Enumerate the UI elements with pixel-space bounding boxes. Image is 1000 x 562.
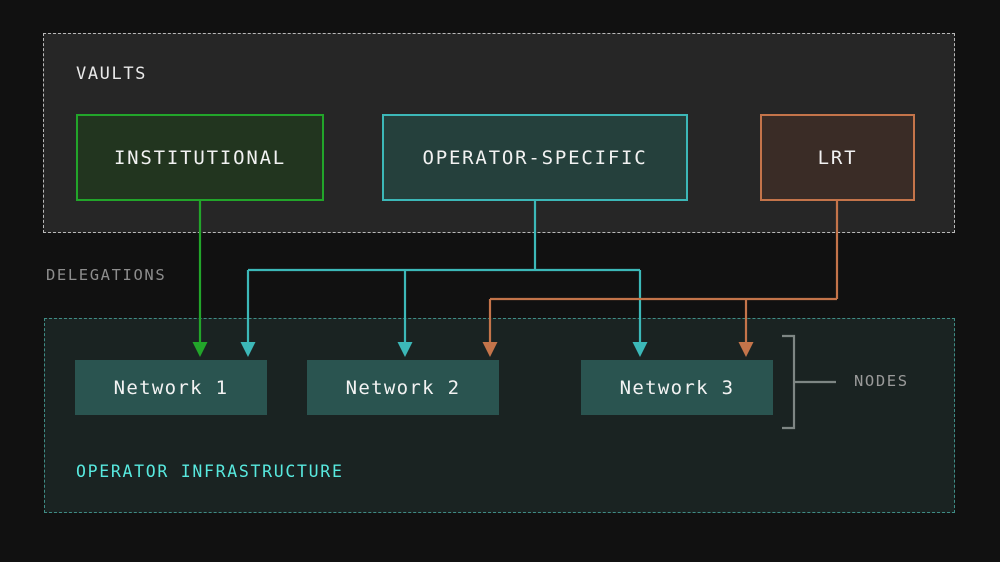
network-card-1[interactable]: Network 1 bbox=[75, 360, 267, 415]
delegations-label: DELEGATIONS bbox=[46, 266, 167, 284]
operator-infrastructure-label: OPERATOR INFRASTRUCTURE bbox=[76, 462, 344, 481]
vault-card-lrt[interactable]: LRT bbox=[760, 114, 915, 201]
vault-label-institutional: INSTITUTIONAL bbox=[113, 146, 287, 169]
vault-label-operator-specific: OPERATOR-SPECIFIC bbox=[422, 146, 648, 169]
network-label-1: Network 1 bbox=[113, 376, 229, 399]
vault-card-institutional[interactable]: INSTITUTIONAL bbox=[76, 114, 324, 201]
operator-infrastructure-panel bbox=[44, 318, 955, 513]
connector-operator-specific-bus bbox=[240, 201, 648, 357]
network-card-2[interactable]: Network 2 bbox=[307, 360, 499, 415]
nodes-label: NODES bbox=[854, 372, 909, 390]
vault-card-operator-specific[interactable]: OPERATOR-SPECIFIC bbox=[382, 114, 688, 201]
network-label-3: Network 3 bbox=[619, 376, 735, 399]
connector-lrt-bus bbox=[482, 201, 839, 357]
connector-institutional-to-network-1 bbox=[192, 201, 208, 357]
network-card-3[interactable]: Network 3 bbox=[581, 360, 773, 415]
network-label-2: Network 2 bbox=[345, 376, 461, 399]
vaults-panel-title: VAULTS bbox=[76, 64, 148, 84]
vault-label-lrt: LRT bbox=[817, 146, 858, 169]
nodes-bracket bbox=[782, 334, 836, 430]
